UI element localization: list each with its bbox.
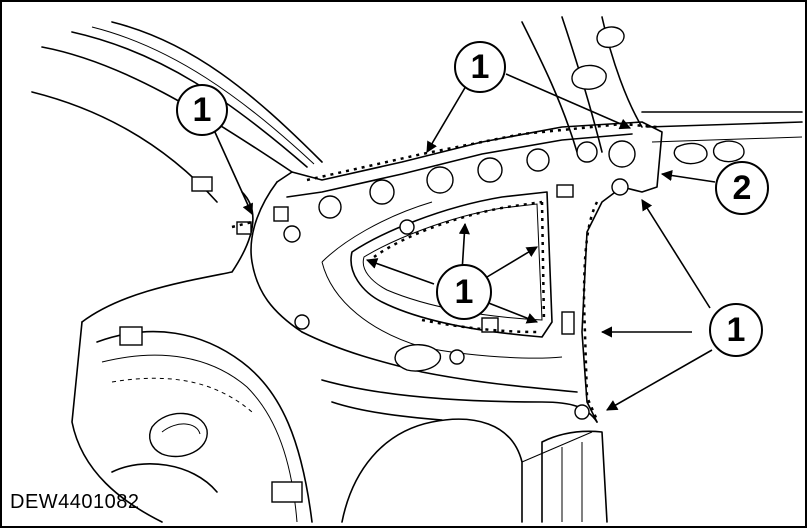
callout-label: 1 <box>455 273 474 311</box>
leader-arrows <box>213 73 716 411</box>
callout-label: 2 <box>733 169 752 207</box>
callout-label: 1 <box>471 48 490 86</box>
callout-1-center: 1 <box>436 264 492 320</box>
seam-lines <box>231 122 658 421</box>
callout-label: 1 <box>727 311 746 349</box>
callout-1-top: 1 <box>454 41 506 93</box>
rail-holes <box>283 140 745 420</box>
callout-2-right: 2 <box>715 161 769 215</box>
figure-code: DEW4401082 <box>10 491 140 513</box>
callout-label: 1 <box>193 91 212 129</box>
wheel-arch-area <box>71 191 313 523</box>
roof-pillar-lines <box>31 16 803 203</box>
callout-1-right: 1 <box>709 303 763 357</box>
callout-1-left: 1 <box>176 84 228 136</box>
